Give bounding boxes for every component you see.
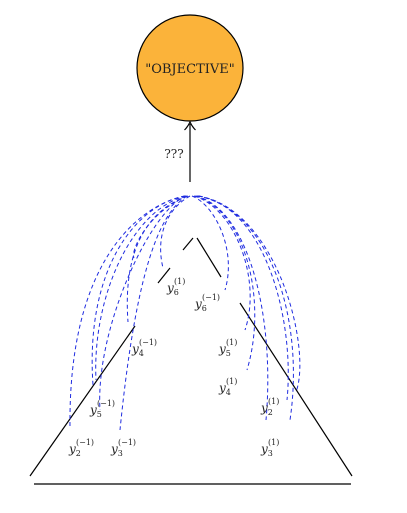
label-base: y bbox=[260, 442, 268, 456]
label-subscript: 4 bbox=[139, 349, 144, 358]
label-subscript: 4 bbox=[226, 388, 231, 397]
label-subscript: 5 bbox=[226, 349, 231, 358]
label-superscript: (−1) bbox=[139, 338, 157, 347]
label-subscript: 5 bbox=[97, 410, 102, 419]
label-base: y bbox=[218, 381, 226, 395]
tree-apex-left bbox=[182, 237, 194, 251]
dashed-link bbox=[69, 195, 186, 429]
dashed-link bbox=[197, 195, 294, 421]
label-subscript: 3 bbox=[118, 449, 123, 458]
arrow-label: ??? bbox=[164, 147, 183, 161]
dashed-link bbox=[194, 195, 256, 371]
label-base: y bbox=[89, 403, 97, 417]
dashed-link bbox=[95, 195, 187, 381]
objective-label: "OBJECTIVE" bbox=[145, 62, 235, 77]
label-base: y bbox=[194, 297, 202, 311]
node-label-y3-m1: y3 (−1) bbox=[110, 438, 136, 458]
dashed-link bbox=[119, 195, 188, 431]
label-base: y bbox=[218, 342, 226, 356]
tree-left-edge-upper bbox=[157, 267, 171, 284]
node-label-y5-p1: y5 (1) bbox=[218, 338, 237, 358]
label-superscript: (−1) bbox=[97, 399, 115, 408]
dashed-link bbox=[160, 195, 191, 269]
label-base: y bbox=[68, 442, 76, 456]
node-labels: y6(1)y6(−1)y4(−1)y5(1)y4(1)y5(−1)y2(1)y2… bbox=[68, 277, 279, 458]
dashed-link bbox=[126, 195, 188, 323]
label-base: y bbox=[166, 281, 174, 295]
node-label-y5-m1: y5 (−1) bbox=[89, 399, 115, 419]
label-superscript: (−1) bbox=[76, 438, 94, 447]
node-label-y4-m1: y4 (−1) bbox=[131, 338, 157, 358]
node-label-y6-p1: y6 (1) bbox=[166, 277, 185, 297]
label-superscript: (1) bbox=[226, 338, 237, 347]
label-superscript: (−1) bbox=[118, 438, 136, 447]
label-subscript: 3 bbox=[268, 449, 273, 458]
arrow-head bbox=[184, 120, 196, 131]
node-label-y6-m1: y6 (−1) bbox=[194, 293, 220, 313]
tree-apex-right bbox=[196, 237, 222, 278]
label-subscript: 6 bbox=[174, 288, 179, 297]
node-label-y3-p1: y3 (1) bbox=[260, 438, 279, 458]
label-base: y bbox=[260, 401, 268, 415]
dashed-link bbox=[198, 195, 301, 393]
tree-right-edge bbox=[239, 302, 353, 477]
label-subscript: 6 bbox=[202, 304, 207, 313]
label-superscript: (1) bbox=[226, 377, 237, 386]
dashed-link bbox=[195, 195, 269, 421]
label-superscript: (1) bbox=[174, 277, 185, 286]
dashed-link bbox=[193, 195, 251, 331]
node-label-y2-m1: y2 (−1) bbox=[68, 438, 94, 458]
tree-outline bbox=[29, 237, 353, 485]
tree-left-edge-lower bbox=[29, 325, 136, 477]
node-label-y4-p1: y4 (1) bbox=[218, 377, 237, 397]
label-subscript: 2 bbox=[76, 449, 81, 458]
label-base: y bbox=[110, 442, 118, 456]
label-superscript: (1) bbox=[268, 397, 279, 406]
label-subscript: 2 bbox=[268, 408, 273, 417]
dashed-links bbox=[69, 195, 301, 431]
dashed-link bbox=[99, 195, 187, 411]
label-base: y bbox=[131, 342, 139, 356]
node-label-y2-p1: y2 (1) bbox=[260, 397, 279, 417]
label-superscript: (−1) bbox=[202, 293, 220, 302]
label-superscript: (1) bbox=[268, 438, 279, 447]
dashed-link bbox=[191, 195, 229, 291]
